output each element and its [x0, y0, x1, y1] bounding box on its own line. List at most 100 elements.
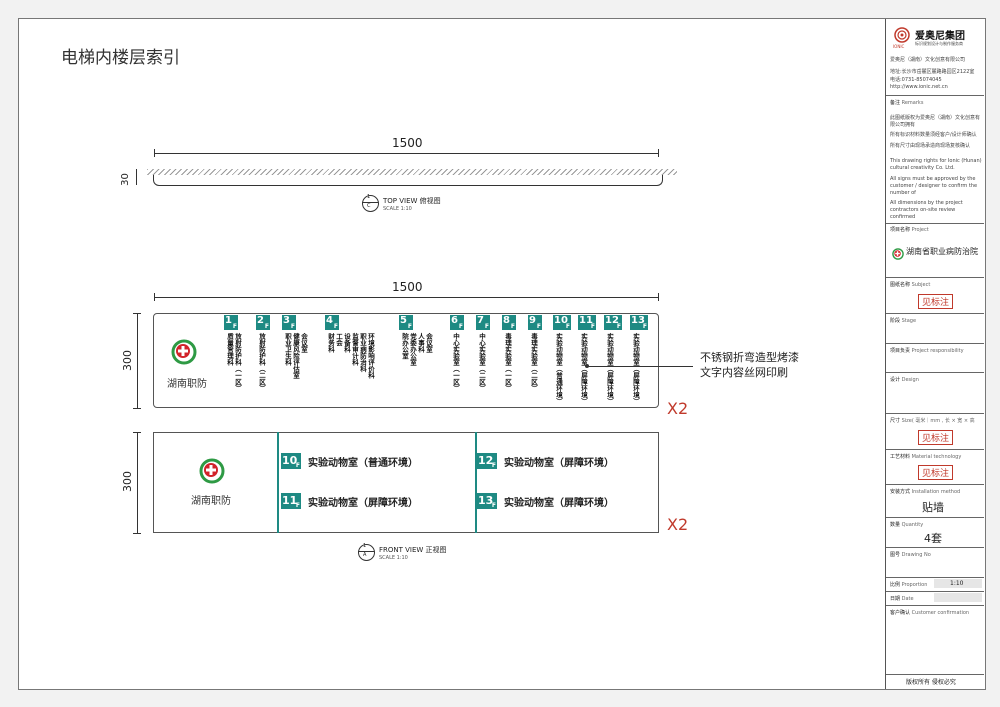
annotation-leader: [587, 366, 693, 367]
front-floor-suffix: F: [295, 462, 300, 469]
title-block: IONIC 爱奥尼集团 标识规划设计与制作服务商 爱奥尼（湖南）文化创意有限公司…: [885, 19, 985, 689]
front-view-multiplier: X2: [667, 515, 689, 534]
floor-1-dept: 质量管理科: [225, 333, 234, 366]
top-view-scale: SCALE 1:10: [383, 206, 412, 212]
floor-badge-suffix: F: [590, 323, 595, 330]
front-floor-suffix: F: [491, 502, 496, 509]
side-view-dimension-line: [154, 297, 659, 298]
copyright: 版权所有 侵权必究: [906, 679, 956, 686]
floor-8-dept: 毒理实验室（一区）: [503, 333, 512, 392]
company-full-name: 爱奥尼（湖南）文化创意有限公司: [890, 57, 966, 63]
floor-badge-number: 9: [529, 315, 536, 326]
top-view-width: 1500: [392, 136, 423, 150]
drawing-name-label: 图纸名称 Subject: [890, 282, 931, 288]
floor-badge-suffix: F: [484, 323, 489, 330]
hospital-logo: [171, 339, 197, 365]
floor-4-dept: 工会: [334, 333, 343, 346]
material-label: 工艺材料 Material technology: [890, 454, 962, 460]
project-logo-icon: [892, 248, 904, 260]
floor-badge-number: 7: [477, 315, 484, 326]
front-floor-text: 实验动物室（屏障环境）: [308, 498, 418, 509]
ratio-label: 比例 Proportion: [890, 582, 928, 588]
remark-6: All dimensions by the project contractor…: [890, 200, 963, 220]
lead-label: 项目负责 Project responsibility: [890, 348, 964, 354]
confirm-label: 客户确认 Customer confirmation: [890, 610, 970, 616]
floor-badge-number: 11: [579, 315, 593, 326]
front-view-height: 300: [121, 471, 134, 492]
front-floor-number: 11: [282, 494, 298, 507]
size-label: 尺寸 Size( 毫米｜mm , 长 × 宽 × 高: [890, 418, 975, 424]
side-view-height: 300: [121, 350, 134, 371]
company-tagline: 标识规划设计与制作服务商: [915, 41, 963, 46]
floor-badge-number: 13: [631, 315, 645, 326]
side-logo-name: 湖南职防: [167, 379, 207, 390]
floor-5-dept: 院办公室: [400, 333, 409, 359]
floor-7-dept: 中心实验室（二区）: [477, 333, 486, 392]
remark-4: This drawing rights for Ionic (Hunan) cu…: [890, 158, 982, 171]
floor-badge-number: 2: [257, 315, 264, 326]
floor-badge-suffix: F: [616, 323, 621, 330]
floor-badge-number: 3: [283, 315, 290, 326]
drawing-no-label: 图号 Drawing No: [890, 552, 931, 558]
floor-badge-suffix: F: [642, 323, 647, 330]
floor-5-dept: 会议室: [424, 333, 433, 353]
install-label: 安装方式 Installation method: [890, 489, 961, 495]
top-view-dimension-line: [154, 153, 659, 154]
floor-badge-suffix: F: [458, 323, 463, 330]
floor-badge-number: 1: [225, 315, 232, 326]
floor-1-dept: 放射防护科（一区）: [233, 333, 242, 392]
project-name: 湖南省职业病防治院: [906, 247, 978, 256]
date-label: 日期 Date: [890, 596, 914, 602]
floor-badge-number: 4: [326, 315, 333, 326]
floor-3-dept: 职业卫生科: [283, 333, 292, 366]
floor-3-dept: 会议室: [299, 333, 308, 353]
hospital-logo-icon: [171, 339, 197, 365]
front-floor-text: 实验动物室（普通环境）: [308, 458, 418, 469]
project-label: 项目名称 Project: [890, 227, 929, 233]
top-view-section-marker: [362, 195, 379, 212]
company-logo: [894, 27, 910, 43]
drawing-name-stamp: 见标注: [918, 294, 954, 309]
floor-2-dept: 放射防护科（二区）: [257, 333, 266, 392]
front-sign-panel: [153, 432, 659, 533]
front-view-label: FRONT VIEW 正视图: [379, 546, 447, 554]
floor-10-dept: 实验动物室（普通环境）: [554, 333, 563, 405]
annotation-line-2: 文字内容丝网印刷: [700, 366, 788, 379]
floor-badge-suffix: F: [510, 323, 515, 330]
remark-3: 所有尺寸由现场承造商现场复核确认: [890, 143, 971, 149]
front-hospital-logo-icon: [199, 458, 225, 484]
top-view-panel: [147, 169, 677, 175]
floor-badge-suffix: F: [565, 323, 570, 330]
floor-5-dept: 人事科: [416, 333, 425, 353]
front-floor-number: 12: [478, 454, 494, 467]
top-view-label: TOP VIEW 俯视图: [383, 197, 441, 205]
remark-2: 所有标识材料数量须经客户/设计师确认: [890, 132, 977, 138]
floor-badge-suffix: F: [407, 323, 412, 330]
floor-4-dept: 职业病防治科: [358, 333, 367, 372]
install-value: 贴墙: [922, 501, 944, 514]
page-title: 电梯内楼层索引: [61, 48, 180, 68]
floor-badge-number: 10: [554, 315, 568, 326]
floor-badge-number: 12: [605, 315, 619, 326]
company-address: 地址:长沙市岳麓区麓路路园区2122室: [890, 69, 975, 75]
design-label: 设计 Design: [890, 377, 919, 383]
top-view-depth: 30: [119, 173, 131, 186]
company-logo-mark: IONIC: [893, 44, 905, 49]
stage-label: 阶段 Stage: [890, 318, 917, 324]
quantity-value: 4套: [924, 532, 942, 545]
remark-1: 此图纸版权为爱奥尼（湖南）文化创意有限公司拥有: [890, 115, 981, 128]
company-logo-icon: [894, 27, 910, 43]
floor-badge-suffix: F: [232, 323, 237, 330]
front-hospital-logo: [199, 458, 225, 484]
side-view-width: 1500: [392, 280, 423, 294]
